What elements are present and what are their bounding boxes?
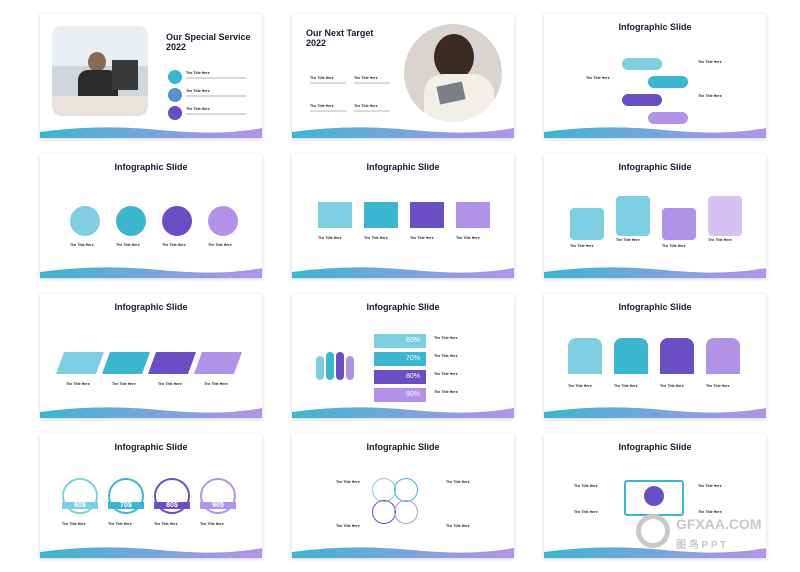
megaphone-icon: [168, 106, 182, 120]
item-title: The Title Here: [456, 236, 480, 240]
slide-10[interactable]: Infographic Slide 60$ 70$ 80$ 90$ The Ti…: [40, 434, 262, 558]
slide-3[interactable]: Infographic Slide The Title Here The Tit…: [544, 14, 766, 138]
slide-title: Infographic Slide: [618, 162, 692, 172]
slide-title: Infographic Slide: [366, 302, 440, 312]
item-title: The Title Here: [62, 522, 86, 526]
wave-footer: [544, 127, 766, 138]
price-label: 60$: [62, 502, 98, 509]
item-title: The Title Here: [70, 243, 94, 247]
person-photo: [52, 26, 148, 116]
wave-footer: [292, 267, 514, 278]
item-title: The Title Here: [336, 524, 360, 528]
item-title: The Title Here: [698, 94, 722, 98]
item-title: The Title Here: [66, 382, 90, 386]
item-title: The Title Here: [162, 243, 186, 247]
item-title: The Title Here: [434, 336, 458, 340]
slide-2[interactable]: Our Next Target 2022 The Title Here The …: [292, 14, 514, 138]
slide-6[interactable]: Infographic Slide The Title Here The Tit…: [544, 154, 766, 278]
price-label: 70$: [108, 502, 144, 509]
wave-footer: [544, 267, 766, 278]
watermark-subtext: 图 鸟 P P T: [676, 540, 727, 551]
item-title: The Title Here: [446, 524, 470, 528]
slide-title: Infographic Slide: [618, 442, 692, 452]
item-title: The Title Here: [186, 107, 210, 111]
item-title: The Title Here: [200, 522, 224, 526]
wave-footer: [544, 407, 766, 418]
item-title: The Title Here: [568, 384, 592, 388]
item-title: The Title Here: [660, 384, 684, 388]
wave-footer: [292, 127, 514, 138]
item-title: The Title Here: [662, 244, 686, 248]
slide-title: Infographic Slide: [114, 302, 188, 312]
watermark-text: GFXAA.COM: [676, 516, 762, 532]
price-label: 80$: [154, 502, 190, 509]
slide-4[interactable]: Infographic Slide The Title Here The Tit…: [40, 154, 262, 278]
item-title: The Title Here: [158, 382, 182, 386]
item-title: The Title Here: [446, 480, 470, 484]
item-title: The Title Here: [586, 76, 610, 80]
slide-title: Our Special Service 2022: [166, 32, 251, 52]
item-title: The Title Here: [354, 104, 378, 108]
percent-bar: 70%: [374, 352, 426, 366]
item-title: The Title Here: [434, 390, 458, 394]
item-title: The Title Here: [364, 236, 388, 240]
wave-footer: [40, 267, 262, 278]
percent-bar: 90%: [374, 388, 426, 402]
item-title: The Title Here: [698, 484, 722, 488]
slide-9[interactable]: Infographic Slide The Title Here The Tit…: [544, 294, 766, 418]
wave-footer: [40, 547, 262, 558]
item-title: The Title Here: [410, 236, 434, 240]
slide-8[interactable]: Infographic Slide 60% 70% 80% 90% The Ti…: [292, 294, 514, 418]
item-title: The Title Here: [570, 244, 594, 248]
item-title: The Title Here: [116, 243, 140, 247]
item-title: The Title Here: [614, 384, 638, 388]
item-title: The Title Here: [574, 510, 598, 514]
item-title: The Title Here: [434, 372, 458, 376]
slide-title: Infographic Slide: [366, 162, 440, 172]
wave-footer: [292, 547, 514, 558]
percent-bar: 80%: [374, 370, 426, 384]
wave-footer: [292, 407, 514, 418]
item-title: The Title Here: [574, 484, 598, 488]
item-title: The Title Here: [186, 89, 210, 93]
item-title: The Title Here: [336, 480, 360, 484]
slide-5[interactable]: Infographic Slide The Title Here The Tit…: [292, 154, 514, 278]
item-title: The Title Here: [112, 382, 136, 386]
slide-1[interactable]: Our Special Service 2022 The Title Here …: [40, 14, 262, 138]
item-title: The Title Here: [354, 76, 378, 80]
item-title: The Title Here: [318, 236, 342, 240]
wave-footer: [40, 127, 262, 138]
dollar-icon: [644, 486, 664, 506]
item-title: The Title Here: [154, 522, 178, 526]
slide-title: Our Next Target 2022: [306, 28, 374, 48]
item-title: The Title Here: [310, 76, 334, 80]
lock-icon: [168, 88, 182, 102]
people-icon: [312, 350, 356, 382]
price-label: 90$: [200, 502, 236, 509]
slide-7[interactable]: Infographic Slide The Title Here The Tit…: [40, 294, 262, 418]
send-icon: [168, 70, 182, 84]
item-title: The Title Here: [434, 354, 458, 358]
woman-photo: [404, 24, 502, 122]
wave-footer: [40, 407, 262, 418]
slide-title: Infographic Slide: [618, 302, 692, 312]
item-title: The Title Here: [698, 510, 722, 514]
item-title: The Title Here: [706, 384, 730, 388]
slide-title: Infographic Slide: [366, 442, 440, 452]
item-title: The Title Here: [108, 522, 132, 526]
slide-11[interactable]: Infographic Slide The Title Here The Tit…: [292, 434, 514, 558]
item-title: The Title Here: [310, 104, 334, 108]
item-title: The Title Here: [698, 60, 722, 64]
item-title: The Title Here: [616, 238, 640, 242]
item-title: The Title Here: [208, 243, 232, 247]
slide-title: Infographic Slide: [114, 442, 188, 452]
item-title: The Title Here: [204, 382, 228, 386]
item-title: The Title Here: [186, 71, 210, 75]
watermark-logo: [636, 514, 670, 548]
item-title: The Title Here: [708, 238, 732, 242]
slide-title: Infographic Slide: [618, 22, 692, 32]
slide-title: Infographic Slide: [114, 162, 188, 172]
percent-bar: 60%: [374, 334, 426, 348]
wave-footer: [544, 547, 766, 558]
